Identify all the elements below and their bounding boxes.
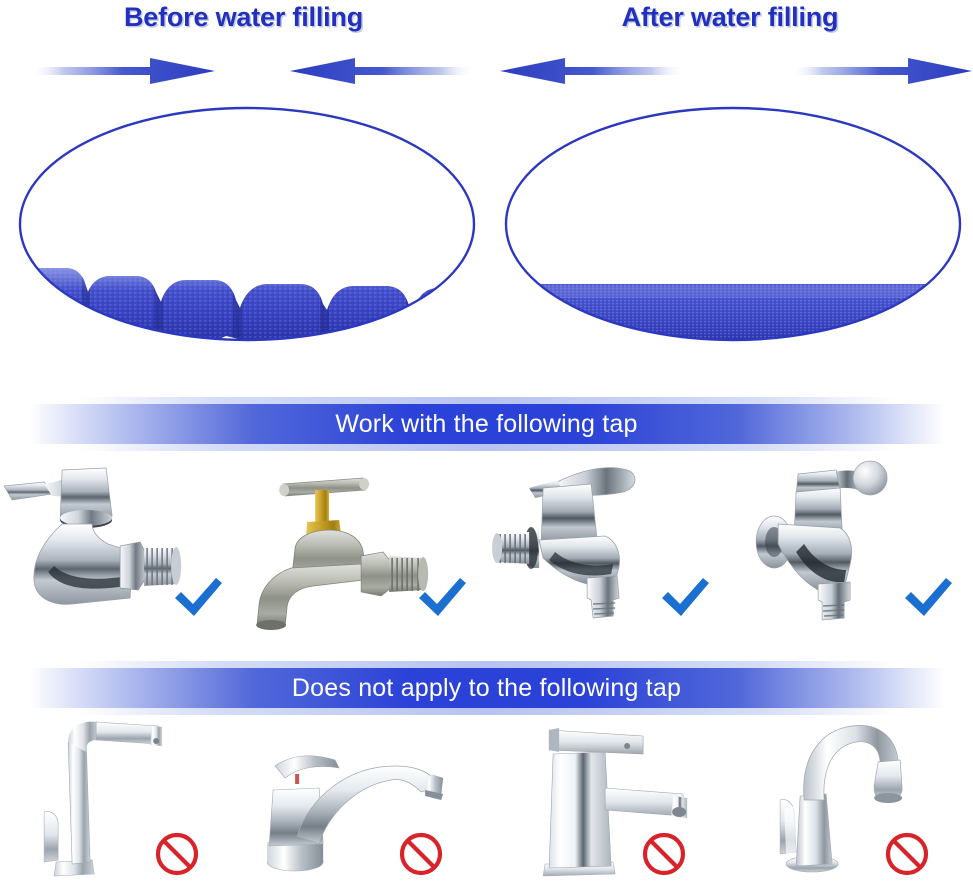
tap-chrome-lever-bibcock-threaded xyxy=(0,448,243,638)
arrow-left-before-right xyxy=(290,56,475,86)
prohibited-icon xyxy=(153,830,201,878)
prohibited-icon xyxy=(640,830,688,878)
arrow-left-after-left xyxy=(500,56,685,86)
incompatible-taps-row xyxy=(0,712,973,888)
title-after-water-filling: After water filling xyxy=(621,2,839,32)
compatible-taps-row xyxy=(0,448,973,638)
banner-work-with-tap: Work with the following tap xyxy=(0,397,973,451)
tap-basin-mixer-square xyxy=(487,712,730,888)
arrow-right-after-right xyxy=(790,56,972,86)
hose-before-panel xyxy=(14,96,480,368)
banner-notwork-label: Does not apply to the following tap xyxy=(291,673,682,702)
check-icon xyxy=(415,572,469,622)
tap-brass-t-handle-bibcock xyxy=(243,448,486,638)
prohibited-icon xyxy=(883,830,931,878)
check-icon xyxy=(658,572,712,622)
arrow-right-before-left xyxy=(30,56,215,86)
banner-work-label: Work with the following tap xyxy=(335,409,638,438)
check-icon xyxy=(901,572,955,622)
hose-after-panel xyxy=(500,96,966,368)
tap-kitchen-mixer-arc-spout xyxy=(243,712,486,888)
hose-comparison-row xyxy=(0,96,973,368)
header-titles: Before water filling After water filling xyxy=(0,0,973,44)
tap-chrome-knob-bibcock-nozzle xyxy=(730,448,973,638)
prohibited-icon xyxy=(397,830,445,878)
tap-gooseneck-pulldown-faucet xyxy=(730,712,973,888)
tap-kitchen-faucet-l-shaped-high-spout xyxy=(0,712,243,888)
arrow-band xyxy=(0,44,973,96)
title-before-water-filling: Before water filling xyxy=(123,2,364,32)
check-icon xyxy=(171,572,225,622)
tap-chrome-curved-lever-bibcock-nozzle xyxy=(487,448,730,638)
banner-not-compatible-tap: Does not apply to the following tap xyxy=(0,661,973,715)
